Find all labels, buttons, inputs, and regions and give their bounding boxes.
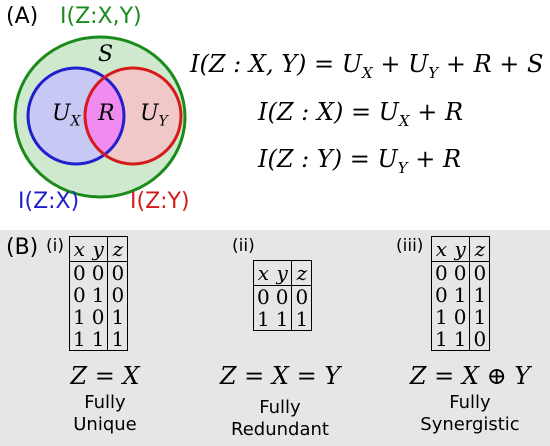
formula-ii: Z = X = Y — [219, 362, 341, 390]
header-y: y — [450, 236, 470, 262]
formula-iii: Z = X ⊕ Y — [409, 362, 531, 390]
header-y: y — [88, 236, 108, 262]
table-ii-roman: (ii) — [232, 236, 255, 256]
caption-iii-line2: Synergistic — [420, 414, 520, 435]
iy-label: I(Z:Y) — [130, 189, 190, 214]
x-circle — [26, 66, 126, 166]
r-label: R — [98, 101, 115, 126]
caption-iii-line1: Fully — [449, 392, 491, 413]
overlap-region — [85, 68, 124, 164]
caption-ii-line2: Redundant — [231, 419, 329, 440]
ux-label: UX — [52, 101, 81, 130]
equation-3: I(Z : Y) = UY + R — [258, 145, 462, 177]
header-x: x — [431, 236, 451, 262]
table-i-roman: (i) — [46, 236, 64, 256]
caption-i-line1: Fully — [84, 392, 126, 413]
formula-i: Z = X — [70, 362, 140, 390]
uy-label: UY — [140, 101, 168, 130]
y-circle — [83, 66, 183, 166]
panel-a-label: (A) — [6, 4, 39, 29]
outer-circle-label: I(Z:X,Y) — [60, 4, 142, 29]
equation-2: I(Z : X) = UX + R — [258, 98, 464, 130]
caption-ii-line1: Fully — [259, 397, 301, 418]
s-label: S — [98, 42, 114, 67]
caption-i-line2: Unique — [73, 414, 137, 435]
panel-b-label: (B) — [6, 235, 39, 260]
header-x: x — [69, 236, 89, 262]
header-z: z — [107, 236, 128, 262]
header-z: z — [469, 236, 490, 262]
table-iii-roman: (iii) — [396, 236, 424, 256]
venn-diagram — [13, 35, 187, 199]
header-z: z — [291, 260, 312, 286]
header-y: y — [272, 260, 292, 286]
header-x: x — [253, 260, 273, 286]
equation-1: I(Z : X, Y) = UX + UY + R + S — [190, 50, 544, 82]
ix-label: I(Z:X) — [18, 189, 80, 214]
